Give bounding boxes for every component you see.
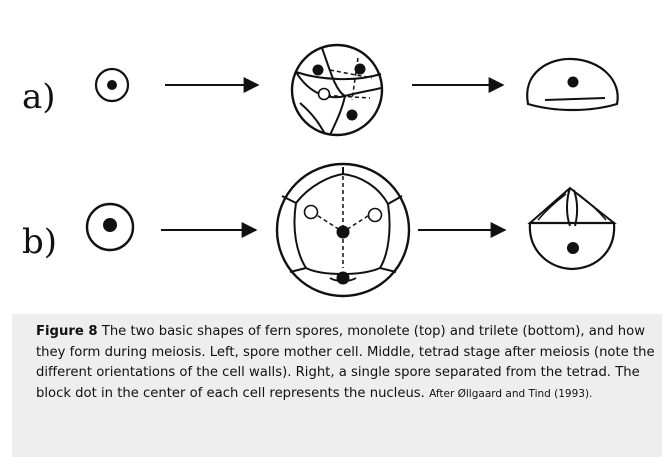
row-b-trilete-spore [527, 186, 617, 271]
nucleus [567, 242, 579, 254]
figure-number: Figure 8 [36, 324, 98, 339]
nucleus [346, 109, 358, 121]
caption-paragraph: Figure 8 The two basic shapes of fern sp… [12, 314, 662, 404]
row-label-b: b) [22, 222, 58, 262]
nucleus [336, 225, 350, 239]
nucleus [312, 64, 324, 76]
nucleus-hidden [303, 204, 319, 220]
row-a-spore-mother-cell [94, 67, 130, 103]
row-a-monolete-spore [526, 57, 619, 112]
nucleus [567, 76, 579, 88]
row-b-tetrad [275, 162, 411, 298]
diagram-drawing [85, 43, 619, 298]
figure-caption: Figure 8 The two basic shapes of fern sp… [12, 314, 662, 457]
nucleus-hidden [317, 87, 331, 101]
nucleus [103, 218, 117, 232]
caption-text: The two basic shapes of fern spores, mon… [36, 324, 655, 401]
caption-credit: After Øllgaard and Tind (1993). [429, 387, 593, 400]
row-a-tetrad [290, 43, 384, 137]
row-label-a: a) [22, 77, 56, 117]
row-b-spore-mother-cell [85, 202, 135, 252]
nucleus [336, 271, 350, 285]
nucleus [107, 80, 117, 90]
nucleus [354, 63, 366, 75]
nucleus-hidden [367, 207, 383, 223]
